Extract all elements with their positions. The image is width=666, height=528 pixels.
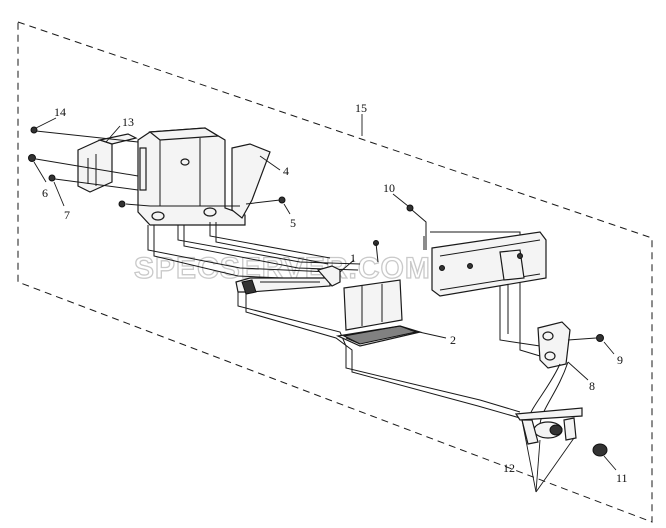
callout-13: 13 [122, 115, 134, 129]
part-12-mechanism [514, 407, 583, 445]
part-8-bracket [527, 321, 571, 425]
washer [118, 200, 126, 208]
part-13-bracket [77, 133, 138, 193]
part-9-fastener [596, 334, 604, 342]
leader-lines [33, 114, 617, 493]
right-mounting-rail [431, 231, 547, 297]
callout-11: 11 [616, 471, 628, 485]
callout-1: 1 [350, 251, 356, 265]
callout-14: 14 [54, 105, 66, 119]
assembly-boundary [17, 21, 653, 523]
callout-2: 2 [450, 333, 456, 347]
callout-5: 5 [290, 216, 296, 230]
part-4-housing [137, 127, 271, 226]
part-1-bracket-bar [235, 265, 341, 295]
callout-4: 4 [283, 164, 289, 178]
part-11-cap [592, 443, 608, 457]
part-10-fastener [406, 204, 414, 212]
callout-10: 10 [383, 181, 395, 195]
part-14-fastener [30, 126, 38, 134]
part-2-step [335, 279, 423, 347]
part-7-fastener [48, 174, 56, 182]
callout-8: 8 [589, 379, 595, 393]
assembly-lines-left [35, 130, 281, 207]
part-6-fastener [28, 154, 36, 162]
routing-lines [147, 209, 541, 419]
callout-12: 12 [503, 461, 515, 475]
callout-6: 6 [42, 186, 48, 200]
callout-9: 9 [617, 353, 623, 367]
callout-7: 7 [64, 208, 70, 222]
callout-15: 15 [355, 101, 367, 115]
